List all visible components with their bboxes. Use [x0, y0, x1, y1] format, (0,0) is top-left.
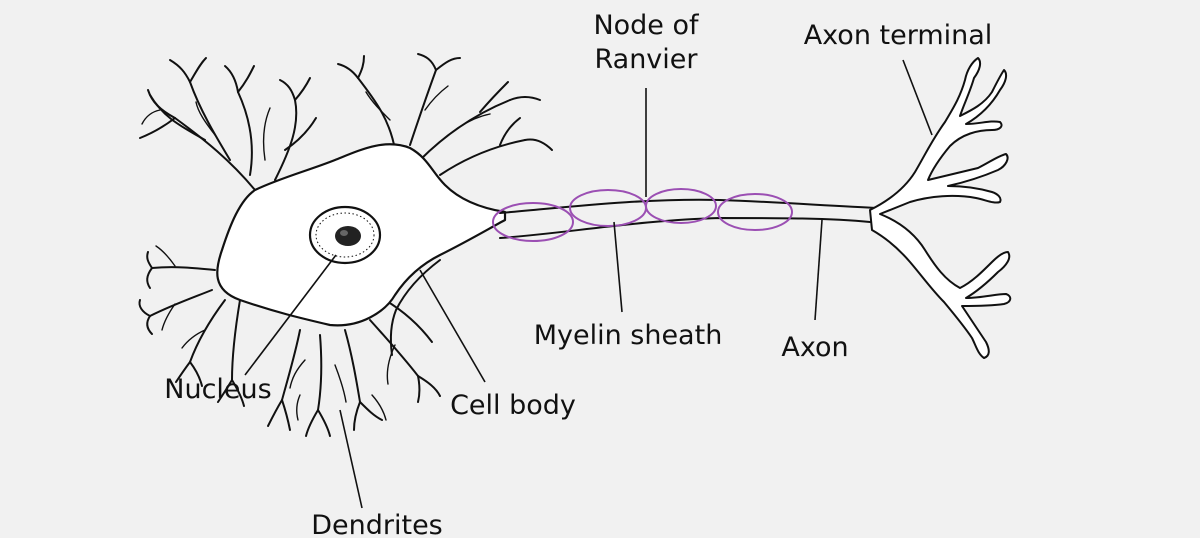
myelin-sheath [492, 188, 793, 242]
label-node-of-ranvier-line2: Ranvier [594, 44, 698, 75]
leader-nucleus [244, 254, 337, 376]
leader-axon [814, 219, 823, 321]
axon-terminal [869, 57, 1012, 359]
leader-cell-body [419, 269, 486, 383]
label-myelin-sheath: Myelin sheath [534, 320, 723, 351]
label-node-of-ranvier-line1: Node of [593, 10, 700, 41]
leader-myelin-sheath [613, 221, 623, 313]
label-axon-terminal: Axon terminal [804, 20, 993, 51]
label-axon: Axon [781, 332, 848, 363]
label-cell-body: Cell body [450, 390, 576, 421]
dendrites [138, 53, 553, 437]
leader-axon-terminal [902, 59, 933, 136]
label-nucleus: Nucleus [164, 374, 271, 405]
nucleus [308, 205, 382, 265]
label-dendrites: Dendrites [311, 510, 443, 538]
leader-dendrites [339, 409, 363, 509]
